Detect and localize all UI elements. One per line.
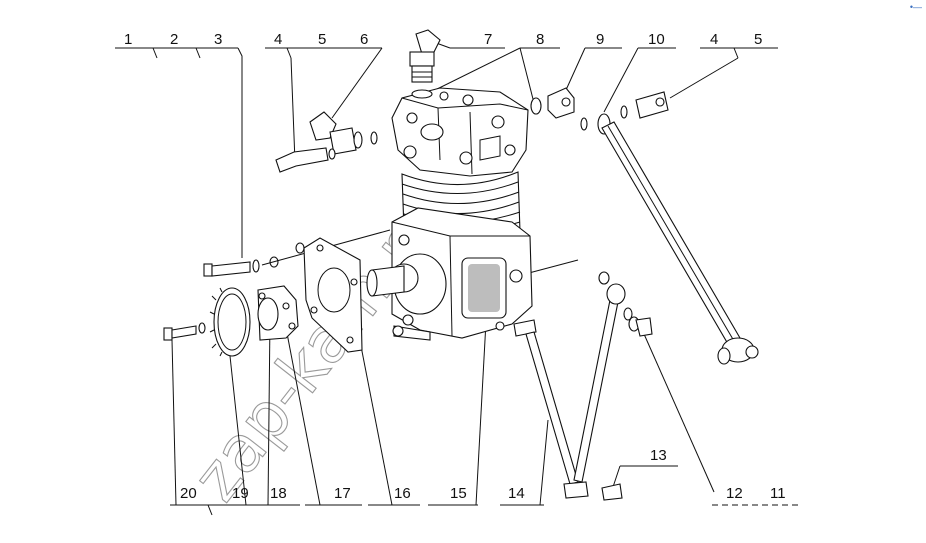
- callout-10: 10: [648, 31, 665, 48]
- callout-3: 3: [214, 31, 222, 48]
- callout-19: 19: [232, 485, 249, 502]
- callout-14: 14: [508, 485, 525, 502]
- callout-17: 17: [334, 485, 351, 502]
- callout-6: 6: [360, 31, 368, 48]
- crankcase: [366, 207, 533, 341]
- hose-assembly-10: [597, 113, 759, 365]
- banjo-fitting-6: [275, 111, 378, 173]
- corner-mark: •—: [909, 2, 922, 12]
- elbow-fitting-7: [409, 29, 441, 99]
- cylinder-head: [391, 87, 529, 177]
- callout-5b: 5: [754, 31, 762, 48]
- callout-7: 7: [484, 31, 492, 48]
- banjo-bolt-right: [620, 91, 669, 119]
- pipe-assembly-14: [513, 271, 653, 501]
- callout-11: 11: [770, 485, 786, 502]
- callout-2: 2: [170, 31, 178, 48]
- callout-8: 8: [536, 31, 544, 48]
- callout-12: 12: [726, 485, 743, 502]
- drive-gear-19: [163, 285, 299, 357]
- top-callout-lines: [115, 39, 778, 258]
- callout-4: 4: [274, 31, 282, 48]
- callout-1: 1: [124, 31, 132, 48]
- callout-13: 13: [650, 447, 667, 464]
- gasket-16: [303, 237, 363, 353]
- callout-15: 15: [450, 485, 467, 502]
- callout-4b: 4: [710, 31, 718, 48]
- valve-9: [530, 87, 588, 131]
- callout-5: 5: [318, 31, 326, 48]
- bottom-callout-lines: [170, 259, 800, 516]
- callout-numbers-bottom: 20 19 18 17 16 15 14 13 12 11: [180, 447, 786, 502]
- callout-18: 18: [270, 485, 287, 502]
- callout-20: 20: [180, 485, 197, 502]
- callout-9: 9: [596, 31, 604, 48]
- callout-16: 16: [394, 485, 411, 502]
- callout-numbers-top: 1 2 3 4 5 6 7 8 9 10 4 5: [124, 31, 762, 48]
